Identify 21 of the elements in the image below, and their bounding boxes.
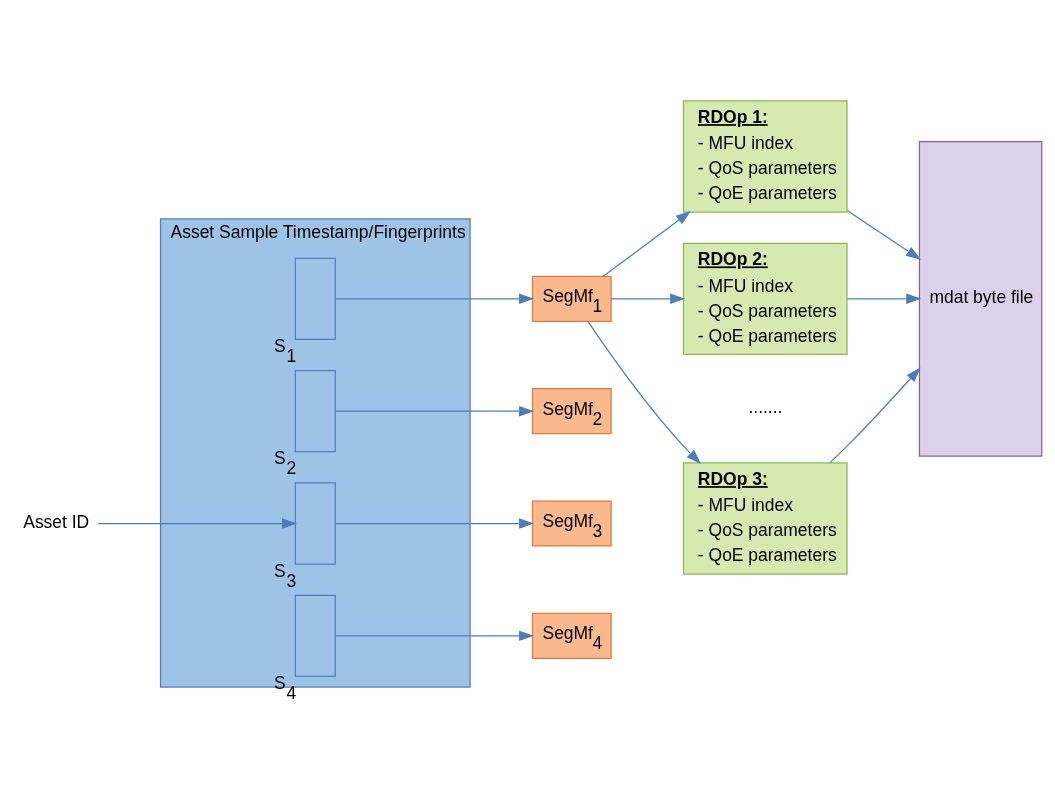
- arrow: [610, 293, 686, 305]
- node-box: [294, 257, 336, 341]
- arrow: [335, 293, 535, 305]
- arrow: [587, 320, 701, 465]
- node-box: mdat byte file: [918, 140, 1043, 457]
- arrow: [335, 630, 535, 642]
- label: .......: [748, 397, 783, 418]
- node-box: [294, 594, 336, 678]
- node-box: [294, 369, 336, 453]
- node-text: Asset ID: [23, 512, 90, 533]
- arrow: [602, 211, 691, 277]
- arrow: [829, 367, 921, 464]
- arrow: [846, 293, 922, 305]
- arrow: [335, 405, 535, 417]
- arrow: [335, 518, 535, 529]
- node-box: RDOp 1: - MFU index - QoS parameters - QoE parameters: [682, 100, 848, 213]
- node-box: RDOp 2: - MFU index - QoS parameters - QoE parameters: [682, 242, 848, 355]
- node-box: [294, 482, 336, 565]
- node-box: RDOp 3: - MFU index - QoS parameters - QoE parameters: [682, 462, 848, 575]
- arrow: [846, 210, 921, 260]
- arrow: [97, 518, 297, 529]
